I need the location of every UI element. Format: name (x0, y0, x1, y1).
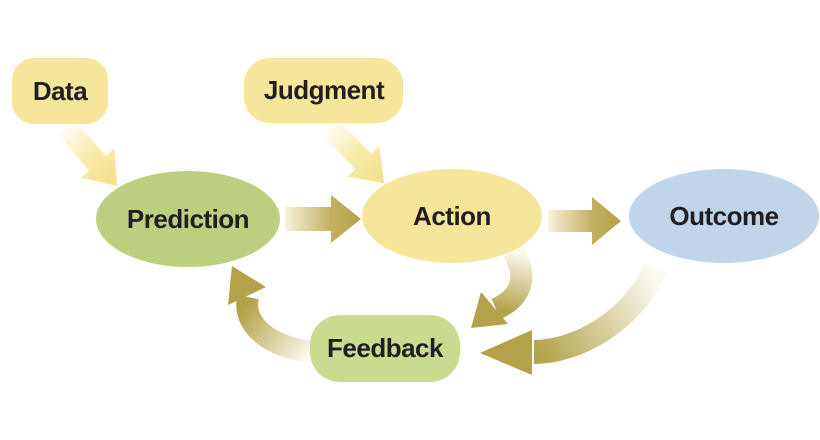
curve-action-feedback (490, 245, 533, 320)
node-feedback-label: Feedback (327, 333, 444, 363)
node-data: Data (12, 58, 108, 124)
arrow-action-outcome (548, 197, 621, 245)
node-action-label: Action (413, 201, 491, 231)
edge-prediction-action (285, 195, 361, 243)
node-prediction-shape (96, 171, 280, 267)
arrowhead-feedback-prediction (228, 266, 266, 305)
node-outcome: Outcome (629, 169, 819, 263)
node-judgment-shape (244, 58, 403, 123)
arrowhead-outcome-feedback (480, 330, 532, 375)
arrowhead-action-feedback (471, 292, 508, 328)
node-prediction-label: Prediction (127, 204, 249, 234)
node-action: Action (362, 169, 542, 263)
node-judgment-label: Judgment (264, 75, 385, 105)
node-data-label: Data (33, 76, 88, 106)
edge-action-feedback (471, 245, 533, 328)
node-outcome-label: Outcome (669, 201, 778, 231)
edge-outcome-feedback (480, 262, 667, 375)
arrow-data-prediction (57, 119, 118, 186)
arrow-judgment-action (322, 119, 385, 184)
node-action-shape (362, 169, 542, 263)
edge-feedback-prediction (228, 266, 316, 363)
node-feedback-shape (310, 315, 460, 382)
edge-action-outcome (548, 197, 621, 245)
node-judgment: Judgment (244, 58, 403, 123)
node-outcome-shape (629, 169, 819, 263)
arrow-prediction-action (285, 195, 361, 243)
edge-data-prediction (57, 119, 118, 186)
edge-judgment-action (322, 119, 385, 184)
node-data-shape (12, 58, 108, 124)
node-prediction: Prediction (96, 171, 280, 267)
node-feedback: Feedback (310, 315, 460, 382)
curve-outcome-feedback (533, 262, 667, 364)
curve-feedback-prediction (236, 294, 316, 363)
